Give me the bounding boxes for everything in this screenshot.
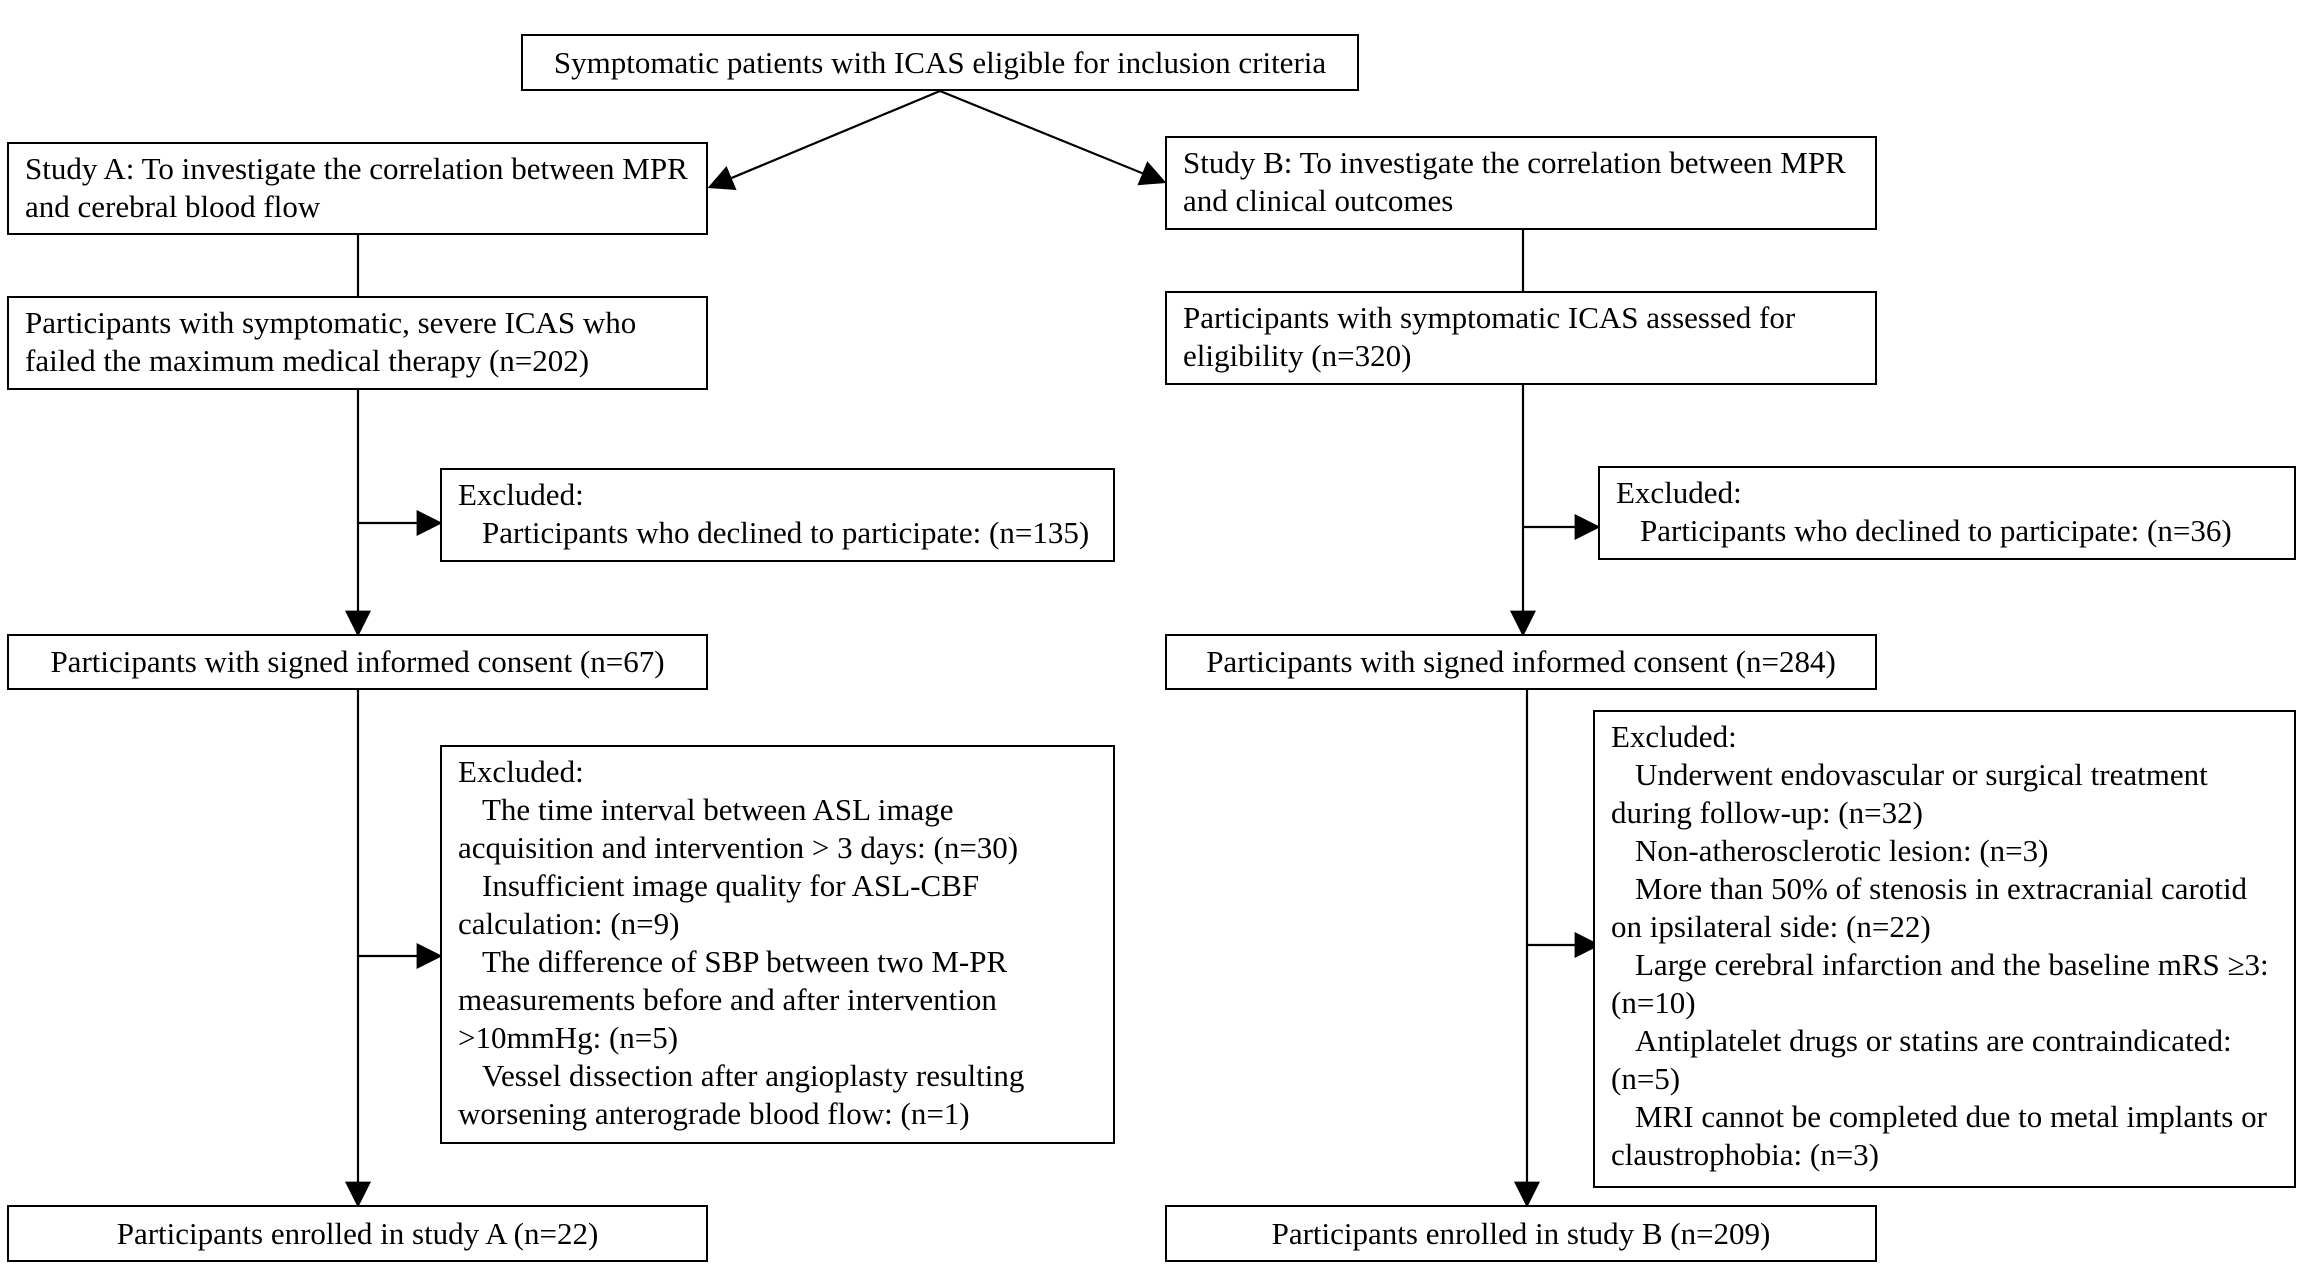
study-b-excluded2-item: Non-atherosclerotic lesion: (n=3) xyxy=(1635,833,2049,868)
study-a-assessed: Participants with symptomatic, severe IC… xyxy=(25,305,637,378)
study-b-consent: Participants with signed informed consen… xyxy=(1206,644,1836,679)
study-a-excluded2-item: Vessel dissection after angioplasty resu… xyxy=(458,1058,1025,1131)
study-a-excluded2-item: The difference of SBP between two M-PR m… xyxy=(458,944,1008,1055)
study-b-enrolled: Participants enrolled in study B (n=209) xyxy=(1271,1215,1771,1251)
study-a-excluded2-header: Excluded: xyxy=(458,754,584,789)
study-b-excluded2-item: Large cerebral infarction and the baseli… xyxy=(1611,947,2269,1020)
study-b-assessed: Participants with symptomatic ICAS asses… xyxy=(1183,300,1796,373)
study-a-assessed-box: Participants with symptomatic, severe IC… xyxy=(7,296,708,390)
study-a-title: Study A: To investigate the correlation … xyxy=(25,151,688,224)
study-a-enrolled: Participants enrolled in study A (n=22) xyxy=(116,1215,599,1251)
study-b-excluded1-box: Excluded: Participants who declined to p… xyxy=(1598,466,2296,560)
study-a-excluded1-header: Excluded: xyxy=(458,477,584,512)
study-b-title: Study B: To investigate the correlation … xyxy=(1183,145,1846,218)
study-b-enrolled-box: Participants enrolled in study B (n=209) xyxy=(1165,1205,1877,1262)
study-b-excluded2-item: MRI cannot be completed due to metal imp… xyxy=(1611,1099,2267,1172)
study-a-excluded2-item: The time interval between ASL image acqu… xyxy=(458,792,1019,865)
study-a-excluded1-item: Participants who declined to participate… xyxy=(482,515,1090,550)
arrow-top-to-study-a xyxy=(707,89,941,190)
study-b-excluded1-header: Excluded: xyxy=(1616,475,1742,510)
study-a-excluded1-box: Excluded: Participants who declined to p… xyxy=(440,468,1115,562)
study-a-consent-box: Participants with signed informed consen… xyxy=(7,634,708,690)
study-a-consent: Participants with signed informed consen… xyxy=(50,644,665,679)
study-b-excluded2-item: More than 50% of stenosis in extracrania… xyxy=(1611,871,2248,944)
study-a-enrolled-box: Participants enrolled in study A (n=22) xyxy=(7,1205,708,1262)
study-b-excluded2-item: Underwent endovascular or surgical treat… xyxy=(1611,757,2208,830)
study-a-title-box: Study A: To investigate the correlation … xyxy=(7,142,708,235)
study-b-consent-box: Participants with signed informed consen… xyxy=(1165,634,1877,690)
top-box-text: Symptomatic patients with ICAS eligible … xyxy=(553,44,1327,80)
study-b-excluded1-item: Participants who declined to participate… xyxy=(1640,513,2232,548)
arrow-top-to-study-b xyxy=(939,89,1167,186)
study-a-excluded2-item: Insufficient image quality for ASL-CBF c… xyxy=(458,868,980,941)
study-b-excluded2-header: Excluded: xyxy=(1611,719,1737,754)
study-a-excluded2-box: Excluded: The time interval between ASL … xyxy=(440,745,1115,1144)
study-b-title-box: Study B: To investigate the correlation … xyxy=(1165,136,1877,230)
study-b-excluded2-item: Antiplatelet drugs or statins are contra… xyxy=(1611,1023,2232,1096)
top-box: Symptomatic patients with ICAS eligible … xyxy=(521,34,1359,91)
study-b-assessed-box: Participants with symptomatic ICAS asses… xyxy=(1165,291,1877,385)
study-b-excluded2-box: Excluded: Underwent endovascular or surg… xyxy=(1593,710,2296,1188)
